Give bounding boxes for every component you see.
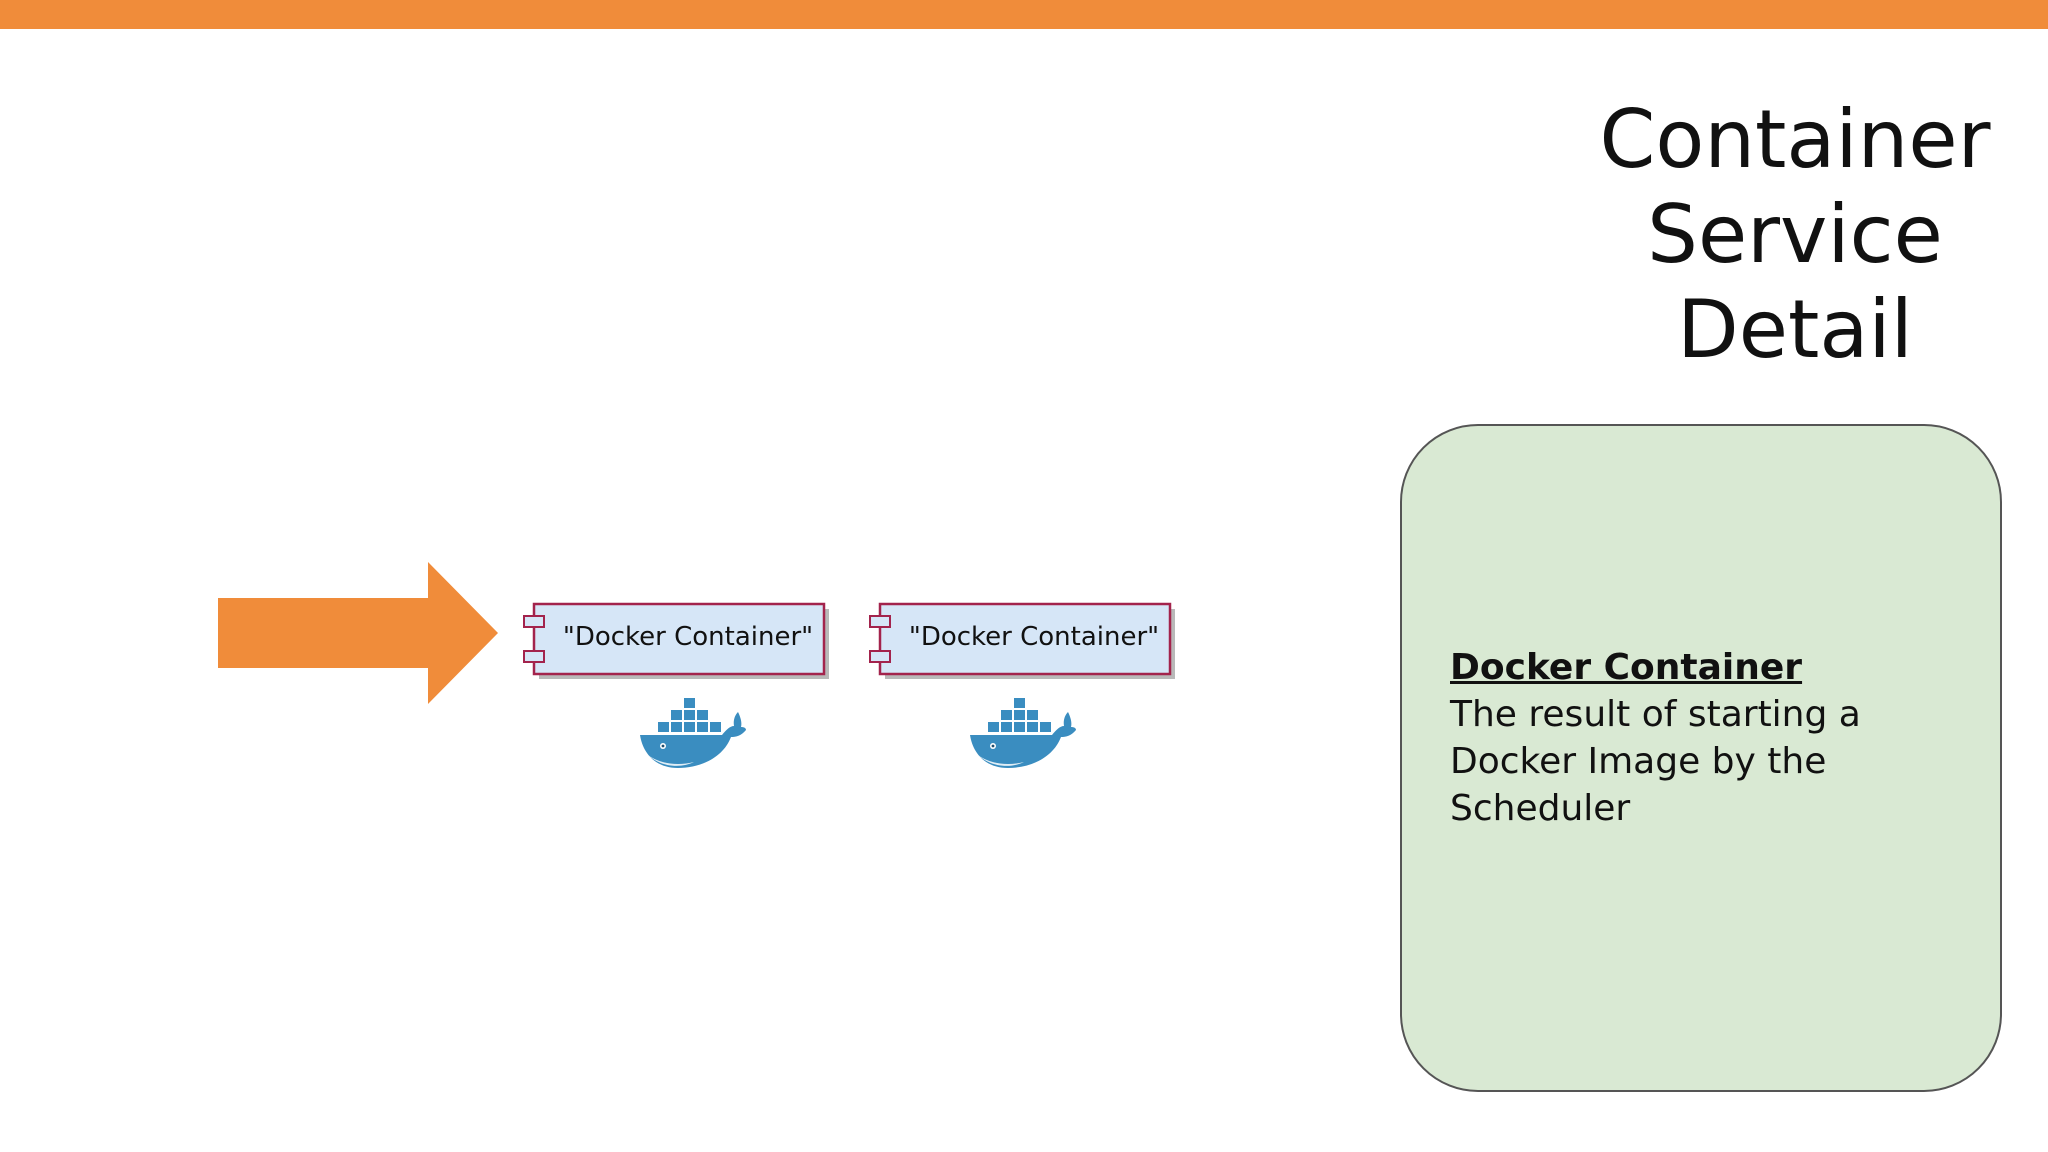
docker-container-component: "Docker Container" [866, 600, 1178, 684]
component-box [523, 602, 829, 679]
right-arrow-icon [218, 562, 498, 704]
slide-title-line-1: Container [1599, 93, 1991, 186]
definition-heading: Docker Container [1450, 647, 1803, 688]
component-box [869, 602, 1175, 679]
definition-box: Docker Container The result of starting … [1400, 424, 2002, 1092]
slide-title: Container Service Detail [1560, 92, 2030, 377]
docker-whale-icon [970, 698, 1076, 768]
slide-title-line-2: Service [1647, 188, 1943, 281]
definition-body: The result of starting a Docker Image by… [1450, 694, 1861, 829]
definition-text: Docker Container The result of starting … [1450, 644, 1970, 832]
slide-title-line-3: Detail [1677, 283, 1913, 376]
component-label: "Docker Container" [562, 622, 814, 652]
component-label: "Docker Container" [908, 622, 1160, 652]
top-accent-bar [0, 0, 2048, 29]
docker-whale-icon [640, 698, 746, 768]
docker-container-component: "Docker Container" [520, 600, 832, 684]
